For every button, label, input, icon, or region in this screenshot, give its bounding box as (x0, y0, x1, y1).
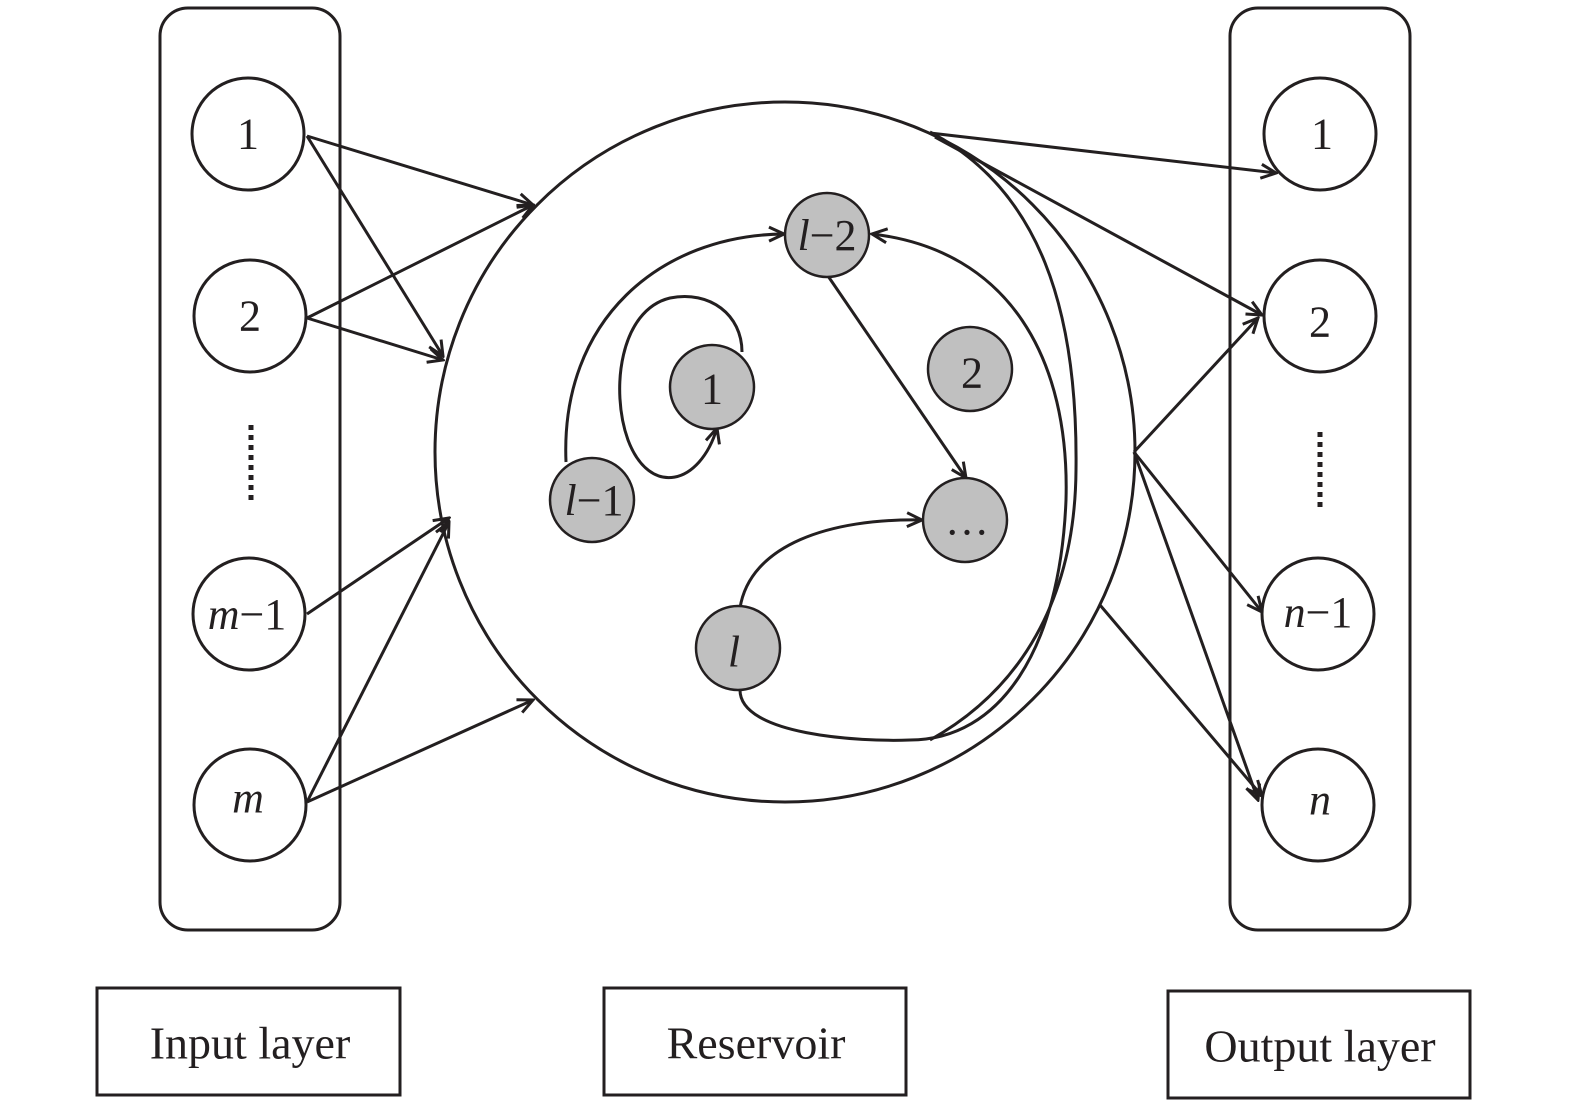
reservoir-caption: Reservoir (667, 1018, 846, 1069)
output-node-1-label: 1 (1311, 110, 1333, 159)
output-connections (929, 131, 1276, 800)
input-layer-panel (158, 6, 342, 932)
reservoir-node-1-label: 1 (701, 365, 723, 414)
reservoir-node-2-label: 2 (961, 349, 983, 398)
output-node-n: n (1260, 747, 1376, 863)
output-node-2: 2 (1262, 258, 1378, 374)
output-node-2-label: 2 (1309, 298, 1331, 347)
output-layer-panel (1228, 6, 1412, 932)
input-node-m-label: m (232, 774, 264, 823)
output-layer-caption: Output layer (1204, 1021, 1435, 1072)
input-node-1: 1 (190, 76, 306, 192)
reservoir-node-l: l (694, 604, 782, 692)
output-layer-caption-box: Output layer (1166, 989, 1472, 1100)
input-connections (305, 134, 533, 804)
reservoir-node-l-minus-1: l−1 (548, 456, 636, 544)
reservoir-node-l-minus-1-label: l−1 (564, 476, 623, 525)
input-node-1-label: 1 (237, 110, 259, 159)
reservoir-node-l-minus-2: l−2 (783, 191, 871, 279)
reservoir-node-ellipsis-label: … (945, 496, 989, 545)
reservoir-caption-box: Reservoir (602, 986, 908, 1097)
output-node-1: 1 (1262, 76, 1378, 192)
output-node-n-minus-1: n−1 (1260, 556, 1376, 672)
reservoir-node-l-label: l (728, 628, 740, 677)
input-node-2: 2 (192, 258, 308, 374)
reservoir-node-l-minus-2-label: l−2 (797, 211, 856, 260)
input-layer-caption-box: Input layer (95, 986, 402, 1097)
input-layer-caption: Input layer (150, 1018, 351, 1069)
reservoir-node-ellipsis: … (921, 476, 1009, 564)
reservoir-connections (564, 234, 1068, 742)
input-node-2-label: 2 (239, 292, 261, 341)
input-node-m-minus-1: m−1 (191, 556, 307, 672)
input-node-m-minus-1-label: m−1 (208, 590, 287, 639)
output-node-n-label: n (1309, 776, 1331, 825)
input-node-m: m (192, 747, 308, 863)
output-node-n-minus-1-label: n−1 (1284, 588, 1353, 637)
reservoir-node-2: 2 (926, 325, 1014, 413)
reservoir-node-1: 1 (668, 343, 756, 431)
reservoir-boundary (433, 100, 1137, 804)
